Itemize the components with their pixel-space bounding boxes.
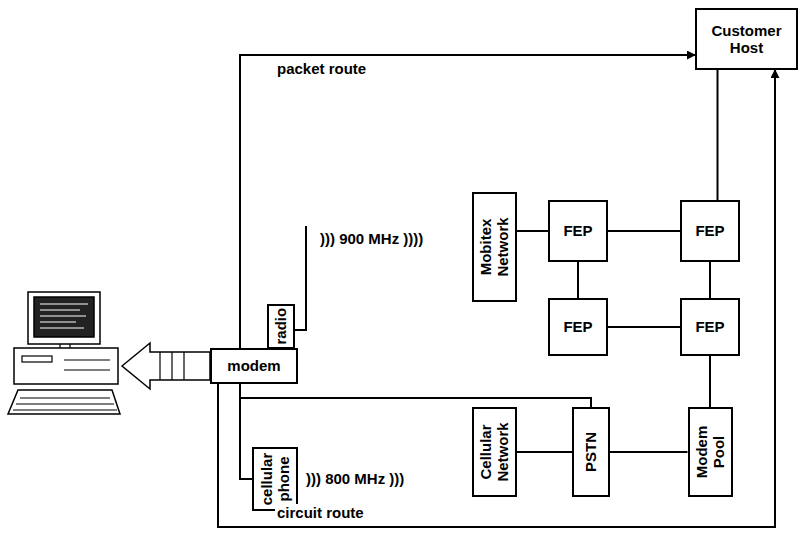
frequency-label: ))) 900 MHz )))) (318, 230, 425, 247)
fep-box: FEP (548, 200, 608, 262)
modem-box: modem (210, 348, 298, 384)
box-label: FEP (695, 318, 724, 335)
box-label: modem (227, 357, 280, 374)
phone-box: cellular phone (252, 447, 298, 511)
details (13, 344, 184, 410)
link-line (709, 356, 711, 407)
box-label: Mobitex Network (477, 197, 512, 297)
box-label: FEP (563, 318, 592, 335)
fep-box: FEP (548, 298, 608, 356)
screen (34, 297, 94, 337)
keyboard (8, 390, 120, 414)
link-line (608, 230, 680, 232)
antenna (294, 226, 306, 330)
monitor (28, 292, 100, 344)
network-box: Cellular Network (472, 407, 517, 497)
link-line (717, 70, 719, 200)
link-line (610, 451, 688, 453)
box-label: FEP (695, 222, 724, 239)
box-label: FEP (563, 222, 592, 239)
host-box: Customer Host (695, 8, 798, 70)
link-line (517, 451, 573, 453)
system-unit (14, 348, 118, 384)
route-label: circuit route (275, 504, 366, 521)
modem-pool-box: Modem Pool (688, 407, 733, 497)
box-label: Customer Host (697, 22, 796, 57)
link-line (240, 384, 591, 407)
network-box: Mobitex Network (472, 192, 517, 302)
link-line (709, 262, 711, 298)
pstn-box: PSTN (572, 407, 610, 497)
screen-lines (40, 304, 88, 328)
fep-box: FEP (680, 200, 740, 262)
box-label: cellular phone (258, 452, 293, 506)
route-arrow (240, 55, 695, 348)
data-arrow (122, 343, 210, 389)
link-line (517, 230, 549, 232)
route-arrow (218, 70, 775, 527)
box-label: radio (272, 309, 289, 344)
fep-box: FEP (680, 298, 740, 356)
frequency-label: ))) 800 MHz ))) (304, 470, 406, 487)
box-label: PSTN (582, 412, 599, 492)
link-line (577, 262, 579, 298)
route-label: packet route (275, 60, 368, 77)
radio-box: radio (267, 304, 295, 349)
box-label: Cellular Network (477, 412, 512, 492)
link-line (608, 326, 680, 328)
box-label: Modem Pool (693, 412, 728, 492)
